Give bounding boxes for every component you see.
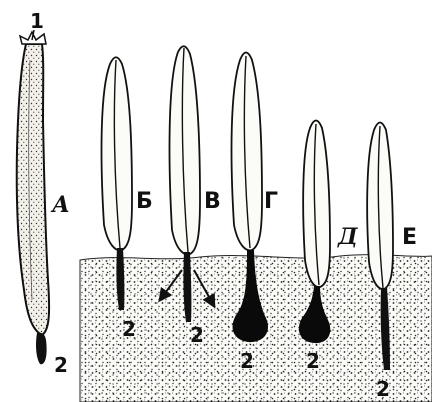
stage-a-fungus xyxy=(17,32,49,364)
label-stage-e: Е xyxy=(402,225,417,250)
label-part-2-e: 2 xyxy=(376,377,390,401)
label-part-2-b: 2 xyxy=(122,317,136,341)
stage-a-base xyxy=(36,333,47,364)
label-part-2-d: 2 xyxy=(306,349,320,373)
label-stage-d: Д xyxy=(337,224,358,250)
label-stage-v: В xyxy=(204,189,221,214)
label-part-2-a: 2 xyxy=(54,353,68,377)
label-part-1: 1 xyxy=(30,9,44,33)
label-stage-a: А xyxy=(50,192,70,218)
label-stage-b: Б xyxy=(136,189,153,214)
stage-a-body xyxy=(17,44,49,335)
label-part-2-g: 2 xyxy=(240,349,254,373)
label-stage-g: Г xyxy=(264,189,278,214)
label-part-2-v: 2 xyxy=(190,323,204,347)
